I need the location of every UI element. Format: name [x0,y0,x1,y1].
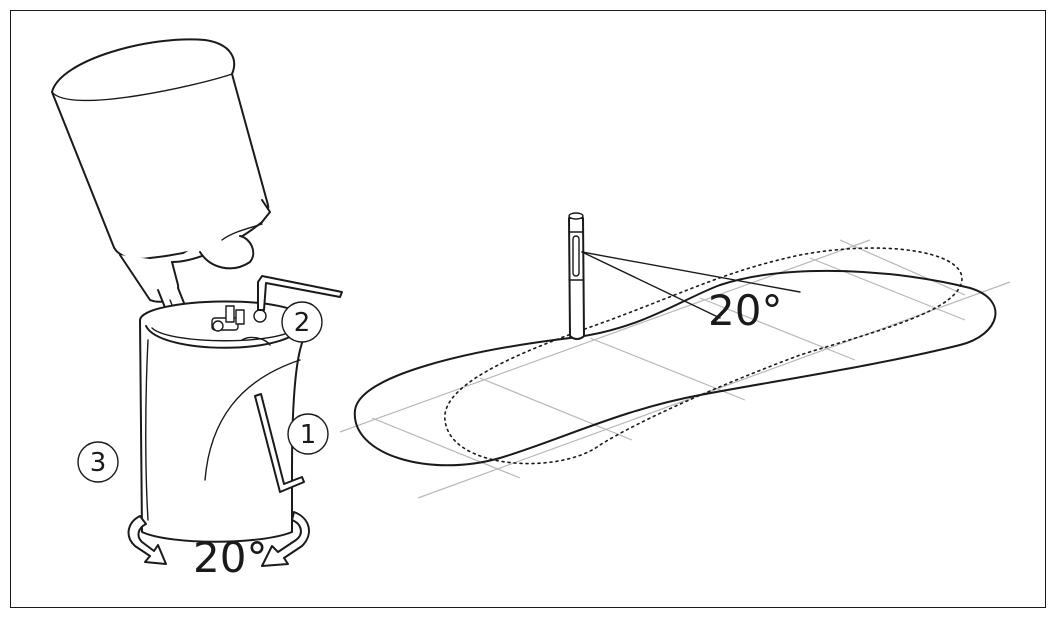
camera-assembly: 20° 2 1 3 [51,38,343,582]
callout-1-label: 1 [300,420,317,450]
callout-3: 3 [77,441,119,483]
rotate-arrows-icon [127,511,310,567]
callout-1: 1 [287,413,329,455]
hex-key-icon [254,275,343,493]
callout-2-label: 2 [294,308,311,338]
diagram-frame [10,10,1046,608]
ground-grid [339,239,1011,499]
rotation-angle-label: 20° [193,533,267,582]
detection-zone: 20° [339,212,1011,499]
detection-area-dotted [444,247,963,465]
sensor-pole [568,212,585,340]
callout-2: 2 [281,301,323,343]
view-angle-label: 20° [708,286,782,335]
view-angle-lines [581,251,801,319]
callout-3-label: 3 [90,448,107,478]
mount-housing [139,300,309,543]
